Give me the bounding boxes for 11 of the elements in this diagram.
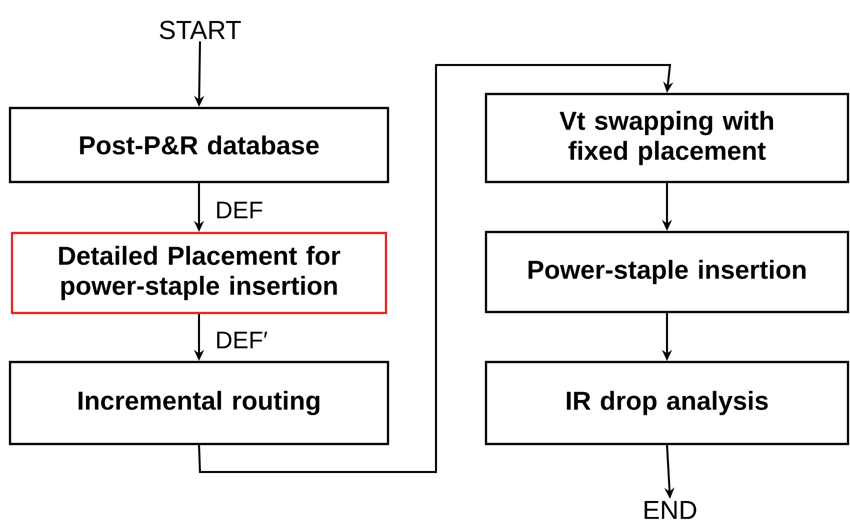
process-box: Post-P&R database xyxy=(8,106,390,184)
edge-label: DEF′ xyxy=(214,330,269,350)
process-box: Power-staple insertion xyxy=(484,230,850,314)
arrow xyxy=(198,64,674,473)
flow-terminal-label: START xyxy=(160,20,241,40)
edge-label: DEF xyxy=(214,200,264,220)
flow-terminal-label: END xyxy=(644,501,696,519)
process-box: IR drop analysis xyxy=(484,360,850,446)
process-box: Vt swapping with fixed placement xyxy=(484,92,850,184)
process-box: Incremental routing xyxy=(8,360,390,446)
process-box: Detailed Placement for power-staple insertion xyxy=(10,232,388,314)
